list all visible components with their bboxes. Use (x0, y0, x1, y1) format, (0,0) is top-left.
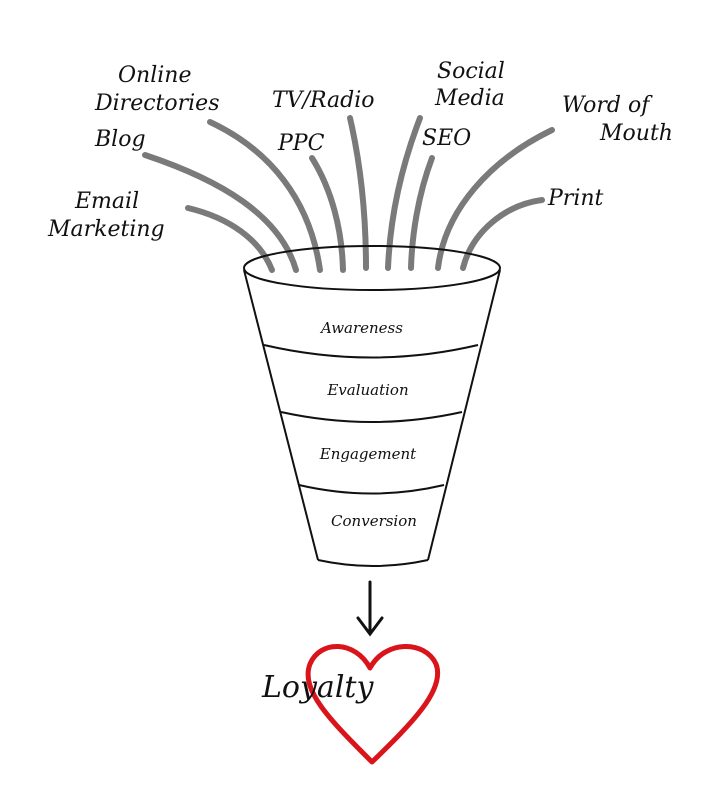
label-mouth: Mouth (599, 121, 673, 146)
label-marketing: Marketing (47, 217, 165, 242)
funnel-bottom (317, 559, 429, 567)
band-divider (298, 484, 445, 495)
stage-conversion: Conversion (331, 512, 417, 530)
label-media: Media (434, 86, 505, 111)
stage-evaluation: Evaluation (326, 381, 408, 399)
curve-online-directories (207, 119, 323, 273)
label-print: Print (547, 186, 604, 211)
label-word-of: Word of (562, 93, 653, 118)
curve-seo (408, 155, 435, 271)
curve-blog (142, 152, 299, 273)
label-blog: Blog (94, 127, 146, 152)
curve-ppc (309, 155, 346, 273)
label-seo: SEO (422, 126, 471, 151)
label-directories: Directories (94, 91, 219, 116)
curve-social-media (385, 115, 423, 271)
arrow-down-icon (356, 580, 384, 637)
label-ppc: PPC (277, 131, 325, 156)
outcome-loyalty: Loyalty (261, 670, 374, 705)
label-email: Email (74, 189, 139, 214)
curve-print (460, 197, 545, 271)
curve-tv-radio (347, 115, 369, 271)
curve-word-of-mouth (435, 127, 555, 271)
source-labels: Email Marketing Blog Online Directories … (47, 59, 673, 242)
label-online: Online (118, 63, 191, 88)
funnel: Awareness Evaluation Engagement Conversi… (243, 245, 501, 567)
band-divider (263, 344, 479, 359)
label-social: Social (437, 59, 505, 84)
stage-awareness: Awareness (319, 319, 403, 337)
stage-engagement: Engagement (319, 445, 417, 463)
source-curves (142, 115, 555, 273)
band-divider (280, 411, 463, 423)
curve-email-marketing (185, 205, 275, 273)
funnel-top (243, 245, 501, 291)
heart-icon (305, 644, 441, 765)
label-tv-radio: TV/Radio (272, 88, 375, 113)
